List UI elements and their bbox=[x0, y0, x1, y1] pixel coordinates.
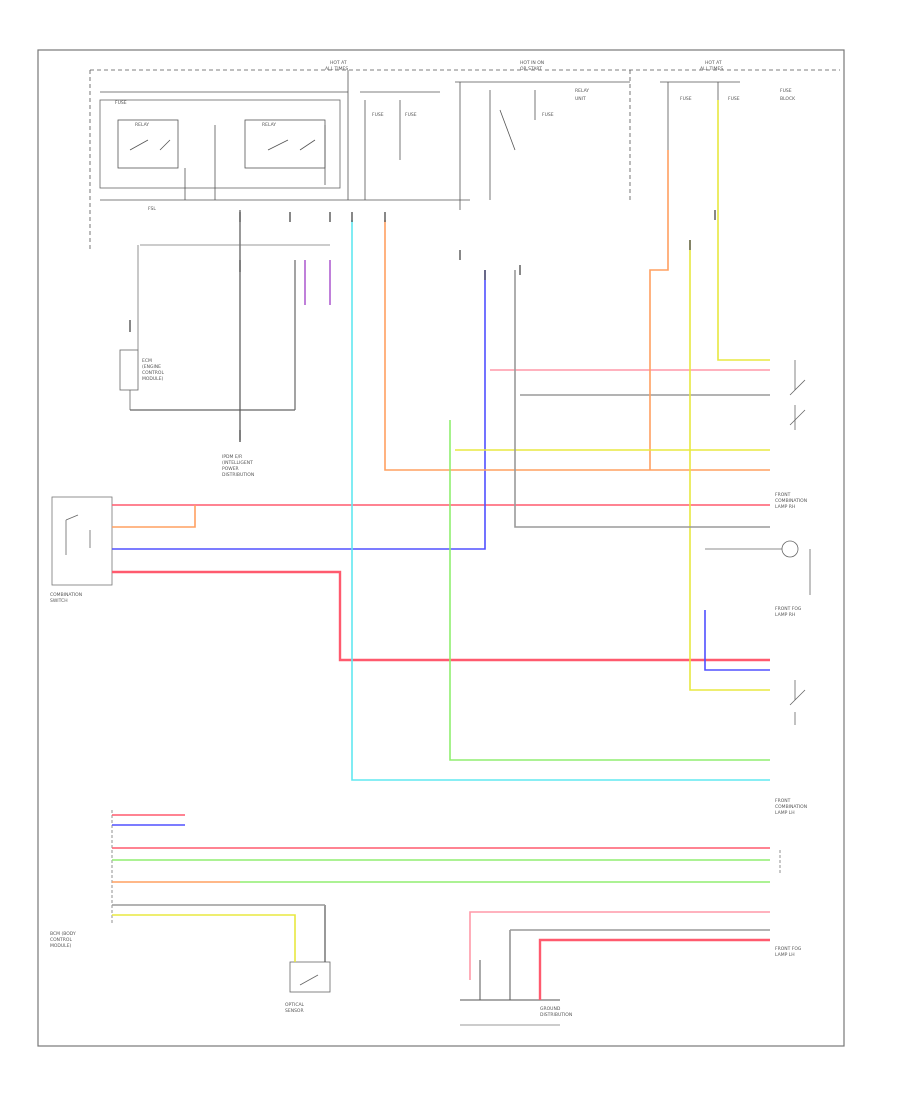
wire-orange-left bbox=[112, 505, 196, 528]
svg-text:DISTRIBUTION: DISTRIBUTION bbox=[540, 1012, 572, 1018]
ipdm-label: IPDM E/R (INTELLIGENT POWER DISTRIBUTION bbox=[222, 454, 254, 478]
svg-text:RELAY: RELAY bbox=[262, 122, 276, 128]
combination-switch bbox=[51, 496, 113, 586]
svg-text:MODULE): MODULE) bbox=[50, 943, 72, 949]
svg-text:FUSE: FUSE bbox=[542, 112, 554, 118]
svg-text:FRONT: FRONT bbox=[775, 798, 791, 804]
svg-text:FUSE: FUSE bbox=[115, 100, 127, 106]
svg-text:RELAY: RELAY bbox=[135, 122, 149, 128]
headlamp-lh-label: FRONT COMBINATION LAMP LH bbox=[775, 798, 807, 816]
fog-lh-label: FRONT FOG LAMP LH bbox=[775, 946, 802, 958]
svg-text:HOT AT: HOT AT bbox=[330, 60, 347, 66]
svg-text:LAMP LH: LAMP LH bbox=[775, 952, 795, 958]
wire-red-gnd bbox=[538, 938, 770, 1000]
wire-group bbox=[112, 100, 770, 1000]
svg-text:(INTELLIGENT: (INTELLIGENT bbox=[222, 460, 253, 466]
svg-text:FUSE: FUSE bbox=[405, 112, 417, 118]
svg-text:COMBINATION: COMBINATION bbox=[775, 498, 807, 504]
connector-ticks bbox=[129, 210, 716, 442]
svg-text:CONTROL: CONTROL bbox=[142, 370, 164, 376]
svg-text:OPTICAL: OPTICAL bbox=[285, 1002, 305, 1008]
svg-text:FUSE: FUSE bbox=[728, 96, 740, 102]
svg-text:POWER: POWER bbox=[222, 466, 239, 472]
combo-switch-label: COMBINATION SWITCH bbox=[50, 592, 82, 604]
svg-text:IPDM E/R: IPDM E/R bbox=[222, 454, 242, 460]
wire-yellow-top bbox=[717, 100, 770, 361]
svg-text:ECM: ECM bbox=[142, 358, 152, 364]
wire-green-right bbox=[449, 420, 770, 761]
fuse-block-top bbox=[89, 69, 840, 250]
ground-label: GROUND DISTRIBUTION bbox=[540, 1006, 572, 1018]
svg-text:FRONT FOG: FRONT FOG bbox=[775, 946, 802, 952]
headlamp-rh bbox=[789, 360, 806, 430]
diagram-border bbox=[37, 49, 845, 1047]
svg-text:SENSOR: SENSOR bbox=[285, 1008, 304, 1014]
wire-blue-left bbox=[112, 270, 486, 550]
svg-text:CONTROL: CONTROL bbox=[50, 937, 72, 943]
svg-text:OR START: OR START bbox=[520, 66, 542, 72]
svg-text:COMBINATION: COMBINATION bbox=[50, 592, 82, 598]
svg-text:FRONT: FRONT bbox=[775, 492, 791, 498]
svg-text:GROUND: GROUND bbox=[540, 1006, 561, 1012]
svg-text:DISTRIBUTION: DISTRIBUTION bbox=[222, 472, 254, 478]
fog-lamp-rh bbox=[705, 540, 811, 595]
svg-text:FSL: FSL bbox=[148, 206, 156, 212]
svg-text:FUSE: FUSE bbox=[780, 88, 792, 94]
svg-text:HOT AT: HOT AT bbox=[705, 60, 722, 66]
svg-text:UNIT: UNIT bbox=[575, 96, 586, 102]
ecm-label: ECM (ENGINE CONTROL MODULE) bbox=[142, 358, 164, 382]
svg-text:LAMP LH: LAMP LH bbox=[775, 810, 795, 816]
wire-orange-vert bbox=[649, 150, 669, 470]
svg-text:SWITCH: SWITCH bbox=[50, 598, 68, 604]
svg-text:(ENGINE: (ENGINE bbox=[142, 364, 161, 370]
svg-text:FUSE: FUSE bbox=[372, 112, 384, 118]
wire-yellow-right bbox=[689, 240, 770, 691]
svg-text:COMBINATION: COMBINATION bbox=[775, 804, 807, 810]
wire-blue-right bbox=[704, 610, 770, 671]
ground-distribution bbox=[460, 930, 560, 1026]
wire-red-main bbox=[112, 570, 770, 662]
svg-text:BCM (BODY: BCM (BODY bbox=[50, 931, 76, 937]
svg-text:FUSE: FUSE bbox=[680, 96, 692, 102]
headlamp-rh-label: FRONT COMBINATION LAMP RH bbox=[775, 492, 807, 510]
bcm-label: BCM (BODY CONTROL MODULE) bbox=[50, 931, 76, 949]
svg-text:ALL TIMES: ALL TIMES bbox=[325, 66, 348, 72]
svg-text:RELAY: RELAY bbox=[575, 88, 589, 94]
svg-text:FRONT FOG: FRONT FOG bbox=[775, 606, 802, 612]
svg-text:LAMP RH: LAMP RH bbox=[775, 504, 795, 510]
wire-yellow-bcm bbox=[112, 914, 296, 962]
svg-text:LAMP RH: LAMP RH bbox=[775, 612, 795, 618]
wire-orange-long bbox=[384, 220, 770, 471]
optical-sensor bbox=[289, 905, 331, 993]
svg-text:BLOCK: BLOCK bbox=[780, 96, 796, 102]
ecm-block bbox=[119, 210, 330, 440]
svg-text:MODULE): MODULE) bbox=[142, 376, 164, 382]
svg-text:HOT IN ON: HOT IN ON bbox=[520, 60, 544, 66]
fog-rh-label: FRONT FOG LAMP RH bbox=[775, 606, 802, 618]
wire-cyan-long bbox=[351, 220, 770, 781]
svg-text:ALL TIMES: ALL TIMES bbox=[700, 66, 723, 72]
sensor-label: OPTICAL SENSOR bbox=[285, 1002, 305, 1014]
headlamp-lh bbox=[789, 680, 806, 725]
wire-gray-fog bbox=[514, 270, 770, 528]
wire-pink-gnd bbox=[469, 911, 770, 980]
